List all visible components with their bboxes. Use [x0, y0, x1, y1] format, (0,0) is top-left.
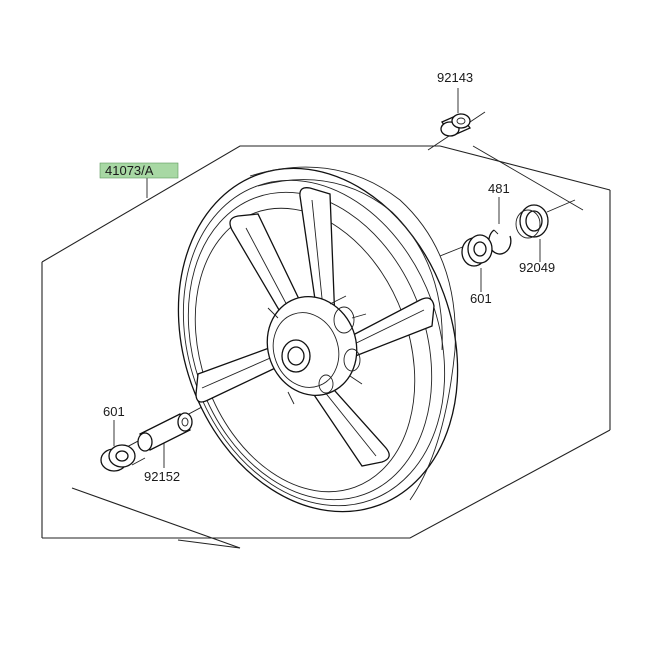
bearing-601-left-icon [100, 444, 136, 472]
label-92152[interactable]: 92152 [144, 469, 180, 484]
oil-seal-92049-icon [515, 204, 549, 239]
assembly-bracket [41, 145, 611, 549]
label-92049[interactable]: 92049 [519, 260, 555, 275]
leader-lines [113, 88, 541, 468]
collar-tube-92152-icon [137, 412, 193, 452]
bearing-601-right-icon [461, 234, 493, 267]
label-601-left[interactable]: 601 [103, 404, 125, 419]
circlip-481-icon [488, 229, 512, 255]
label-41073a[interactable]: 41073/A [105, 163, 154, 178]
wheel-icon [177, 166, 459, 513]
label-601-right[interactable]: 601 [470, 291, 492, 306]
label-92143[interactable]: 92143 [437, 70, 473, 85]
label-481[interactable]: 481 [488, 181, 510, 196]
collar-92143-icon [440, 113, 471, 137]
label-41073a-highlight [99, 162, 179, 179]
part-labels: 41073/A 92143 481 92049 601 601 92152 [99, 70, 555, 484]
